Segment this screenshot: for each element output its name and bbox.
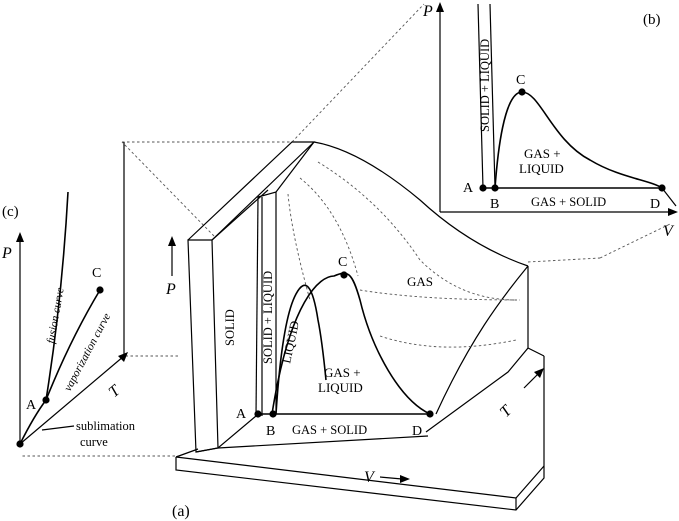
base-slab: [175, 347, 545, 511]
region-b-solid-liquid-label: SOLID + LIQUID: [478, 39, 492, 132]
coexistence-curves: [258, 272, 431, 415]
region-b-gas-liquid-line2: LIQUID: [519, 161, 564, 176]
vaporization-curve-label: vaporization curve: [62, 311, 113, 393]
region-gas-liquid-line2: LIQUID: [318, 380, 363, 395]
axis-p-b-label: P: [422, 3, 433, 20]
fusion-curve: [45, 191, 69, 401]
point-c-a-label: A: [26, 398, 37, 413]
axis-v-a-label: V: [364, 469, 376, 486]
sublimation-label-line2: curve: [80, 435, 108, 449]
isotherms: [287, 161, 521, 348]
sublimation-leader: [41, 425, 75, 431]
panel-c: (c) P T A C fusion curve vaporization cu…: [1, 142, 136, 449]
point-d-label: D: [412, 424, 422, 439]
point-a-dot: [254, 410, 262, 418]
region-solid-liquid-label: SOLID + LIQUID: [261, 271, 275, 364]
sublimation-label-line1: sublimation: [76, 419, 136, 433]
region-b-gas-liquid-line1: GAS +: [524, 146, 561, 161]
axis-p-a: P: [165, 236, 176, 298]
region-gas-label: GAS: [407, 274, 433, 289]
panel-b-tag: (b): [643, 12, 661, 28]
point-c-dot: [340, 271, 348, 279]
point-d-dot: [426, 410, 434, 418]
point-b-b-label: B: [490, 197, 499, 212]
axis-v-a: V: [364, 469, 410, 486]
axis-v-b-label: V: [663, 223, 675, 240]
panel-c-tag: (c): [2, 204, 19, 220]
fusion-curve-label: fusion curve: [45, 287, 67, 345]
point-b-c-label: C: [516, 73, 525, 88]
surface-edges: [211, 141, 529, 449]
axis-p-c-label: P: [1, 245, 12, 262]
point-b-a-label: A: [463, 181, 474, 196]
axis-p-a-label: P: [165, 281, 176, 298]
panel-a-tag: (a): [172, 503, 190, 520]
region-gas-solid-label: GAS + SOLID: [292, 423, 367, 437]
region-liquid-label: LIQUID: [279, 320, 302, 365]
point-c-c-label: C: [92, 266, 101, 281]
point-b-d-label: D: [650, 197, 660, 212]
point-a-label: A: [236, 407, 247, 422]
panel-a: A B C D GAS GAS + LIQUID GAS + SOLID SOL…: [165, 141, 545, 520]
point-c-label: C: [338, 255, 347, 270]
vaporization-curve: [45, 289, 101, 401]
panel-b: P V (b) SOLID + LIQUID A B C D GAS + LIQ…: [422, 2, 678, 240]
point-b-label: B: [266, 424, 275, 439]
region-solid-label: SOLID: [223, 309, 237, 346]
dome-curve-b: [494, 91, 663, 189]
region-gas-liquid-line1: GAS +: [324, 365, 361, 380]
region-b-gas-solid-label: GAS + SOLID: [531, 195, 606, 209]
axis-t-c-label: T: [106, 382, 125, 401]
point-b-dot: [269, 410, 277, 418]
